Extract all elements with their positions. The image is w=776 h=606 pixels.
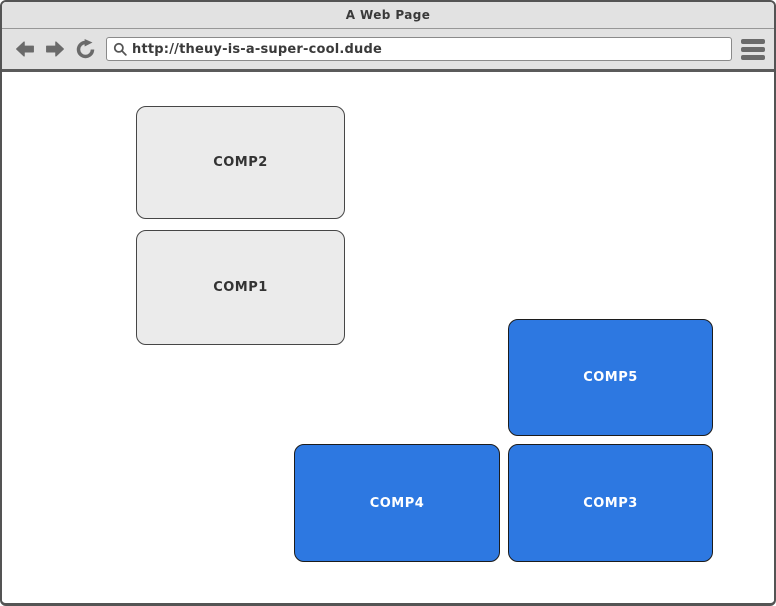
forward-arrow-icon [44,38,66,60]
browser-toolbar: http://theuy-is-a-super-cool.dude [2,29,774,72]
url-text: http://theuy-is-a-super-cool.dude [132,41,383,57]
window-title: A Web Page [345,8,431,22]
hamburger-icon [741,38,765,60]
back-button[interactable] [11,35,39,63]
back-arrow-icon [14,38,36,60]
component-box-comp2[interactable]: COMP2 [136,106,345,219]
component-box-comp3[interactable]: COMP3 [508,444,713,562]
forward-button[interactable] [41,35,69,63]
component-box-comp1[interactable]: COMP1 [136,230,345,345]
title-bar: A Web Page [2,2,774,29]
component-label: COMP2 [213,155,268,170]
refresh-button[interactable] [71,35,99,63]
component-label: COMP4 [369,495,425,511]
component-box-comp5[interactable]: COMP5 [508,319,713,436]
component-label: COMP3 [583,495,638,511]
component-box-comp4[interactable]: COMP4 [294,444,500,562]
component-label: COMP1 [213,280,268,295]
menu-button[interactable] [740,36,766,62]
component-label: COMP5 [583,370,638,385]
search-icon [113,42,127,56]
url-bar[interactable]: http://theuy-is-a-super-cool.dude [106,37,732,61]
refresh-icon [75,38,96,60]
